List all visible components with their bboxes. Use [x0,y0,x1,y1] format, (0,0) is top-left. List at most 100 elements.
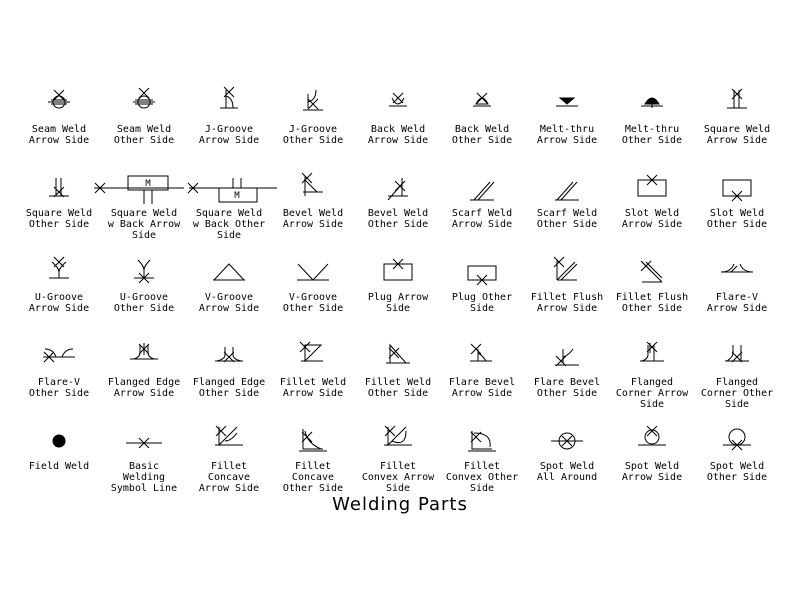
flare-bevel-arrow-icon [462,343,502,377]
flare-v-arrow-icon [717,258,757,292]
square-weld-back-other-icon: M [175,174,283,208]
symbol-cell: Fillet Weld Other Side [356,343,440,427]
symbol-cell: Square Weld Other Side [17,174,101,258]
spot-weld-other-icon [717,427,757,461]
symbol-label: Square Weld w Back Arrow Side [107,208,181,241]
box-text: M [145,179,151,189]
symbol-label: Spot Weld All Around [536,461,598,483]
basic-welding-line-icon [124,427,164,461]
fillet-flush-other-icon [632,258,672,292]
flanged-corner-other-icon [717,343,757,377]
v-groove-other-icon [293,258,333,292]
symbol-cell: Fillet Concave Other Side [271,427,355,511]
flanged-corner-arrow-icon [632,343,672,377]
fillet-weld-arrow-icon [293,343,333,377]
drawing-title: Welding Parts [332,494,468,515]
symbol-cell: Plug Arrow Side [356,258,440,342]
symbol-cell: Slot Weld Other Side [695,174,779,258]
symbol-label: Flare Bevel Arrow Side [448,377,516,399]
symbol-cell: Fillet Concave Arrow Side [187,427,271,511]
j-groove-other-icon [293,90,333,124]
symbol-cell: Flare-V Other Side [17,343,101,427]
symbol-label: V-Groove Arrow Side [198,292,260,314]
symbol-cell: Flanged Corner Other Side [695,343,779,427]
symbol-cell: Spot Weld All Around [525,427,609,511]
symbol-cell: V-Groove Arrow Side [187,258,271,342]
symbol-cell: Flanged Corner Arrow Side [610,343,694,427]
symbol-label: Flanged Edge Arrow Side [107,377,181,399]
symbol-cell: Flanged Edge Arrow Side [102,343,186,427]
square-weld-back-arrow-icon: M [90,174,198,208]
symbol-label: Back Weld Arrow Side [367,124,429,146]
slot-weld-other-icon [717,174,757,208]
v-groove-arrow-icon [209,258,249,292]
back-weld-other-icon [462,90,502,124]
symbol-cell: Flanged Edge Other Side [187,343,271,427]
flare-v-other-icon [39,343,79,377]
symbol-label: J-Groove Other Side [282,124,344,146]
fillet-weld-other-icon [378,343,418,377]
flanged-edge-other-icon [209,343,249,377]
symbol-cell: Spot Weld Other Side [695,427,779,511]
symbol-cell: V-Groove Other Side [271,258,355,342]
symbol-cell: Bevel Weld Arrow Side [271,174,355,258]
u-groove-other-icon [124,258,164,292]
u-groove-arrow-icon [39,258,79,292]
plug-other-icon [462,258,502,292]
symbol-cell: Fillet Weld Arrow Side [271,343,355,427]
slot-weld-arrow-icon [632,174,672,208]
symbol-label: Fillet Concave Arrow Side [198,461,260,494]
melt-thru-other-icon [632,90,672,124]
seam-weld-arrow-icon [39,90,79,124]
symbol-cell: Seam Weld Arrow Side [17,90,101,174]
fillet-convex-other-icon [462,427,502,461]
symbol-cell: Seam Weld Other Side [102,90,186,174]
scarf-weld-other-icon [547,174,587,208]
symbol-cell: Fillet Flush Other Side [610,258,694,342]
symbol-cell: Bevel Weld Other Side [356,174,440,258]
symbol-label: Plug Arrow Side [367,292,429,314]
symbol-cell: Scarf Weld Other Side [525,174,609,258]
symbol-cell: Field Weld [17,427,101,511]
symbol-cell: U-Groove Other Side [102,258,186,342]
symbol-cell: Back Weld Other Side [440,90,524,174]
symbol-cell: Flare Bevel Arrow Side [440,343,524,427]
flanged-edge-arrow-icon [124,343,164,377]
symbol-cell: Plug Other Side [440,258,524,342]
spot-weld-all-around-icon [547,427,587,461]
symbol-cell: Fillet Convex Arrow Side [356,427,440,511]
symbol-label: V-Groove Other Side [282,292,344,314]
symbol-label: Scarf Weld Arrow Side [451,208,513,230]
symbol-cell: Melt-thru Arrow Side [525,90,609,174]
symbol-cell: U-Groove Arrow Side [17,258,101,342]
symbol-label: Scarf Weld Other Side [536,208,598,230]
symbol-cell: Back Weld Arrow Side [356,90,440,174]
spot-weld-arrow-icon [632,427,672,461]
symbol-cell: Flare-V Arrow Side [695,258,779,342]
symbol-label: Field Weld [28,461,90,472]
square-weld-arrow-icon [717,90,757,124]
symbol-cell: J-Groove Other Side [271,90,355,174]
symbol-label: Flare-V Other Side [28,377,90,399]
symbol-label: Spot Weld Arrow Side [621,461,683,483]
fillet-convex-arrow-icon [378,427,418,461]
symbol-label: Fillet Flush Arrow Side [530,292,604,314]
box-text: M [234,191,240,201]
symbol-label: Flanged Edge Other Side [192,377,266,399]
symbol-label: Back Weld Other Side [451,124,513,146]
fillet-concave-other-icon [293,427,333,461]
fillet-flush-arrow-icon [547,258,587,292]
symbol-label: U-Groove Other Side [113,292,175,314]
symbol-label: Plug Other Side [451,292,513,314]
symbol-label: U-Groove Arrow Side [28,292,90,314]
symbol-cell: Slot Weld Arrow Side [610,174,694,258]
symbol-cell: Spot Weld Arrow Side [610,427,694,511]
symbol-label: Melt-thru Other Side [621,124,683,146]
symbol-cell: Scarf Weld Arrow Side [440,174,524,258]
flare-bevel-other-icon [547,343,587,377]
symbol-cell: Basic Welding Symbol Line [102,427,186,511]
j-groove-arrow-icon [209,90,249,124]
symbol-label: Fillet Flush Other Side [615,292,689,314]
symbol-label: Flanged Corner Arrow Side [615,377,689,410]
